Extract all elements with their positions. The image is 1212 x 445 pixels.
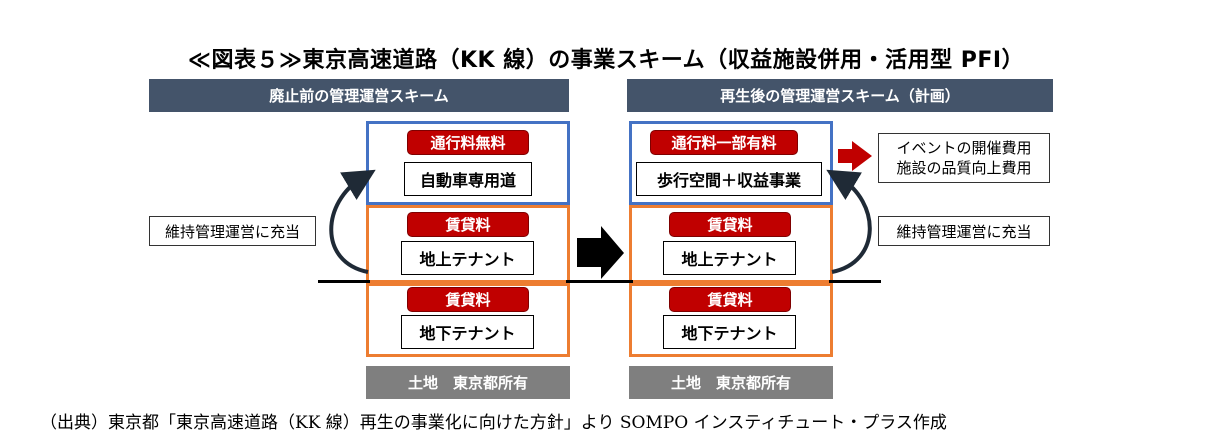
right-rent-badge-above: 賃貸料 (669, 212, 791, 237)
right-walkway-revenue-label: 歩行空間＋収益事業 (636, 162, 822, 196)
figure-title: ≪図表５≫東京高速道路（KK 線）の事業スキーム（収益施設併用・活用型 PFI） (187, 48, 1025, 73)
left-rent-badge-above: 賃貸料 (407, 212, 529, 237)
right-curved-arrow (826, 169, 872, 274)
center-ground-line (566, 280, 633, 283)
left-road-level-box (366, 121, 570, 205)
cost-arrow (838, 141, 872, 171)
right-maintenance-note: 維持管理運営に充当 (878, 216, 1050, 246)
left-ground-line (318, 280, 370, 283)
left-maintenance-note: 維持管理運営に充当 (149, 216, 316, 246)
right-above-ground-tenant-label: 地上テナント (663, 241, 796, 275)
left-rent-badge-below: 賃貸料 (407, 287, 529, 312)
right-road-level-box (629, 121, 833, 205)
left-above-ground-box (366, 205, 570, 283)
right-rent-badge-below: 賃貸料 (669, 287, 791, 312)
transition-arrow (577, 226, 624, 279)
right-underground-tenant-label: 地下テナント (663, 315, 796, 349)
left-scheme-header: 廃止前の管理運営スキーム (149, 79, 569, 112)
left-curved-arrow (329, 169, 376, 274)
left-land-owner-bar: 土地 東京都所有 (366, 366, 570, 399)
right-cost-note: イベントの開催費用 施設の品質向上費用 (878, 133, 1050, 183)
right-scheme-header: 再生後の管理運営スキーム（計画） (627, 79, 1053, 112)
cost-note-line-1: イベントの開催費用 (896, 139, 1032, 157)
source-note: （出典）東京都「東京高速道路（KK 線）再生の事業化に向けた方針」より SOMP… (40, 413, 947, 433)
right-land-owner-bar: 土地 東京都所有 (629, 366, 833, 399)
right-above-ground-box (629, 205, 833, 283)
right-partial-toll-badge: 通行料一部有料 (650, 130, 798, 155)
cost-note-line-2: 施設の品質向上費用 (896, 159, 1032, 177)
left-above-ground-tenant-label: 地上テナント (401, 241, 534, 275)
right-ground-line (829, 280, 881, 283)
left-expressway-label: 自動車専用道 (404, 162, 532, 196)
right-underground-box (629, 283, 833, 357)
left-toll-free-badge: 通行料無料 (407, 130, 529, 155)
left-underground-box (366, 283, 570, 357)
left-underground-tenant-label: 地下テナント (401, 315, 534, 349)
